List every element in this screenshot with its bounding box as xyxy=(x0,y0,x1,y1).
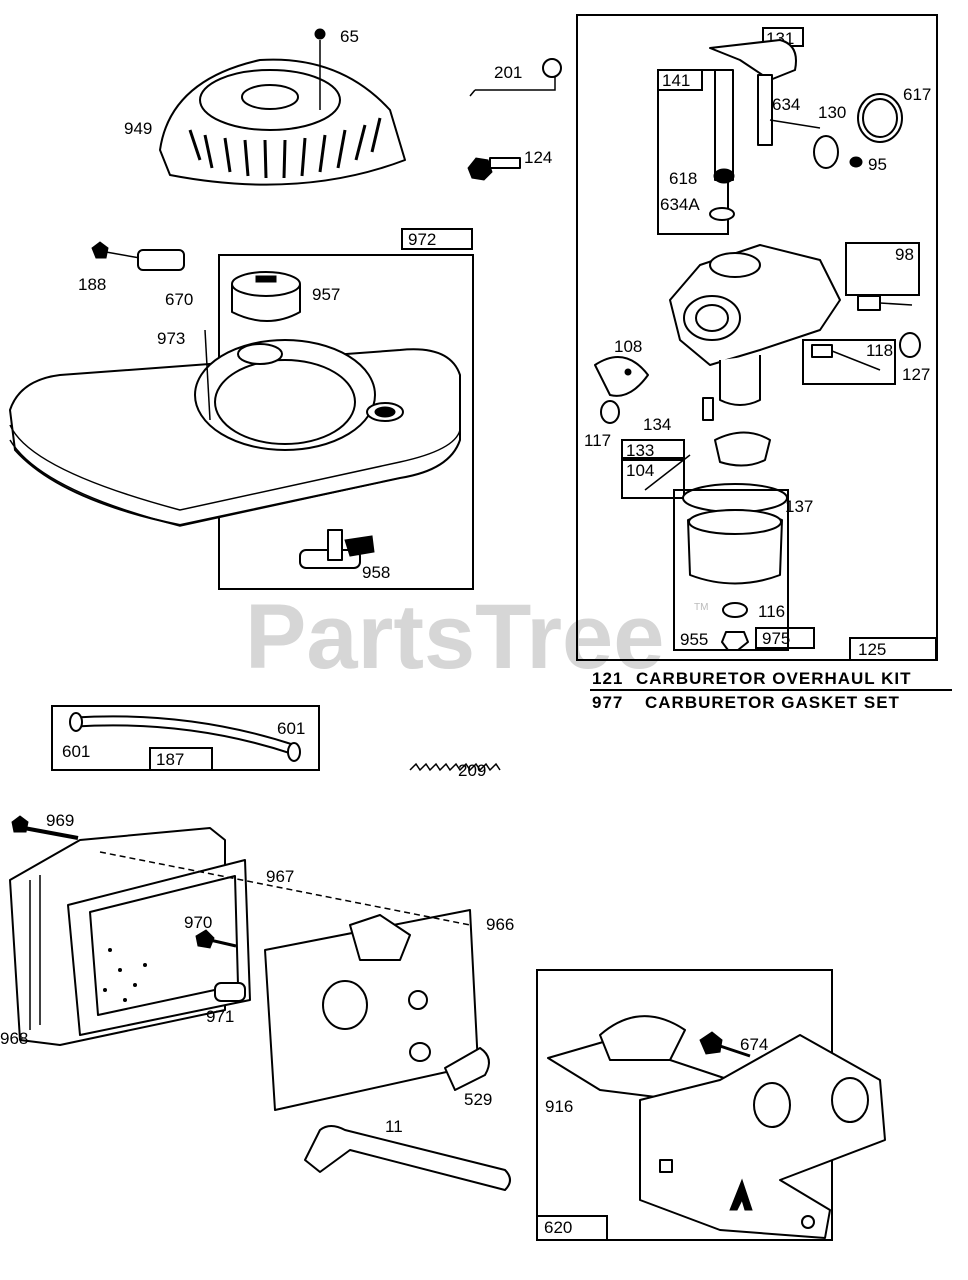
callout-674: 674 xyxy=(740,1035,768,1054)
callout-949: 949 xyxy=(124,119,152,138)
callout-137: 137 xyxy=(785,497,813,516)
callout-65: 65 xyxy=(340,27,359,46)
box-98 xyxy=(845,242,920,296)
float-bowl xyxy=(682,431,788,585)
callout-969: 969 xyxy=(46,811,74,830)
carburetor-body xyxy=(669,244,841,406)
box-label-104: 104 xyxy=(626,461,654,480)
callout-134: 134 xyxy=(643,415,671,434)
box-label-141: 141 xyxy=(662,71,690,90)
fuel-cap-957 xyxy=(231,271,301,322)
throttle-shaft-141 xyxy=(709,69,735,221)
box-label-620: 620 xyxy=(544,1218,572,1237)
callout-601-right: 601 xyxy=(277,719,305,738)
choke-shaft-131 xyxy=(709,39,797,146)
fuel-line-187 xyxy=(69,712,301,762)
box-187 xyxy=(149,747,213,771)
spring-209 xyxy=(409,762,501,772)
box-label-187: 187 xyxy=(156,750,184,769)
callout-11: 11 xyxy=(385,1117,403,1136)
callout-957: 957 xyxy=(312,285,340,304)
watermark: PartsTree xyxy=(245,586,664,688)
callout-973: 973 xyxy=(157,329,185,348)
callout-966: 966 xyxy=(486,915,514,934)
callout-601-left: 601 xyxy=(62,742,90,761)
callout-188: 188 xyxy=(78,275,106,294)
callout-970: 970 xyxy=(184,913,212,932)
box-972 xyxy=(401,228,473,250)
kit-number-121: 121 xyxy=(592,669,623,688)
box-125 xyxy=(849,637,937,661)
watermark-tm: TM xyxy=(694,602,708,613)
box-label-125: 125 xyxy=(858,640,886,659)
throttle-plate-130 xyxy=(813,135,863,169)
bolt-124 xyxy=(467,157,521,181)
callout-618: 618 xyxy=(669,169,697,188)
callout-968: 968 xyxy=(0,1029,28,1048)
box-104 xyxy=(621,459,685,499)
kit-number-977: 977 xyxy=(592,693,623,712)
kit-desc-977: CARBURETOR GASKET SET xyxy=(645,693,900,712)
wrench-11 xyxy=(304,1125,511,1191)
kit-desc-121: CARBURETOR OVERHAUL KIT xyxy=(636,669,912,688)
spacer-971 xyxy=(214,982,246,1002)
callout-634: 634 xyxy=(772,95,800,114)
box-label-98: 98 xyxy=(895,245,914,264)
nut-955 xyxy=(721,631,749,651)
callout-130: 130 xyxy=(818,103,846,122)
carburetor-box-125 xyxy=(576,14,938,661)
callout-209: 209 xyxy=(458,761,486,780)
box-118 xyxy=(802,339,896,385)
callout-958: 958 xyxy=(362,563,390,582)
fuel-tank xyxy=(9,339,461,527)
callout-108: 108 xyxy=(614,337,642,356)
gasket-617 xyxy=(857,93,903,143)
fuel-line-box xyxy=(51,705,320,771)
box-label-972: 972 xyxy=(408,230,436,249)
box-label-975: 975 xyxy=(762,629,790,648)
callout-916: 916 xyxy=(545,1097,573,1116)
box-141-tag xyxy=(657,69,703,91)
clip-529 xyxy=(444,1047,490,1091)
needle-valve-98 xyxy=(857,295,913,311)
bolt-674 xyxy=(699,1031,751,1058)
filter-element-967 xyxy=(67,859,251,1036)
choke-plate-108 xyxy=(594,356,649,397)
screw-970 xyxy=(195,929,237,949)
callout-124: 124 xyxy=(524,148,552,167)
box-620 xyxy=(536,1215,608,1241)
callout-117: 117 xyxy=(584,431,611,450)
idle-screw-118 xyxy=(811,344,881,371)
box-label-133: 133 xyxy=(626,441,654,460)
callout-670: 670 xyxy=(165,290,193,309)
callout-967: 967 xyxy=(266,867,294,886)
box-975 xyxy=(755,627,815,649)
link-201 xyxy=(469,58,562,97)
callout-95: 95 xyxy=(868,155,887,174)
fuel-line-188-670 xyxy=(91,241,185,271)
shutoff-valve-958 xyxy=(299,529,375,569)
box-label-118: 118 xyxy=(866,341,893,360)
callout-529: 529 xyxy=(464,1090,492,1109)
plug-117 xyxy=(600,400,620,424)
air-cleaner-cover-966 xyxy=(264,909,479,1111)
callout-617: 617 xyxy=(903,85,931,104)
bolt-969 xyxy=(11,815,79,840)
kit-legend: 121 CARBURETOR OVERHAUL KIT 977 CARBURET… xyxy=(590,669,952,712)
callout-634a: 634A xyxy=(660,195,700,214)
box-133 xyxy=(621,439,685,459)
needle-134 xyxy=(702,397,714,421)
callout-127: 127 xyxy=(902,365,930,384)
callout-955: 955 xyxy=(680,630,708,649)
oring-127 xyxy=(899,332,921,358)
callout-116: 116 xyxy=(758,602,785,621)
washer-116 xyxy=(722,602,748,618)
control-bracket xyxy=(639,1034,886,1239)
callout-971: 971 xyxy=(206,1007,234,1026)
callout-201: 201 xyxy=(494,63,522,82)
rotating-screen-949 xyxy=(159,28,406,186)
